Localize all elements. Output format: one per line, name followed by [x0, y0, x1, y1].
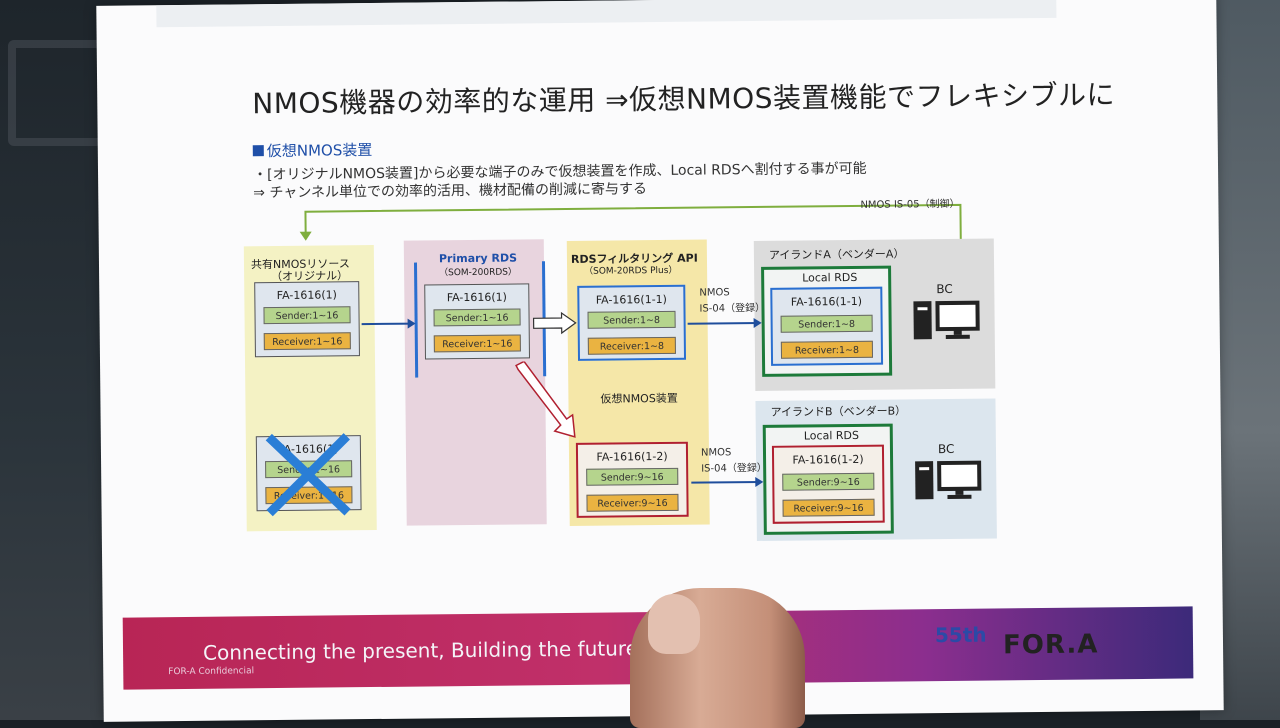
- virtual-device-a: FA-1616(1-1) Sender:1~8 Receiver:1~8: [577, 284, 687, 361]
- bc-a-label: BC: [936, 281, 953, 297]
- island-a-device: FA-1616(1-1) Sender:1~8 Receiver:1~8: [770, 286, 884, 366]
- primary-device-card: FA-1616(1) Sender:1~16 Receiver:1~16: [424, 283, 530, 360]
- cross-mark-icon: [265, 433, 351, 517]
- previous-page-edge: [156, 0, 1057, 28]
- is05-label: NMOS IS-05（制御）: [860, 198, 960, 211]
- device-name: FA-1616(1-2): [792, 452, 864, 467]
- sender-range: Sender:9~16: [586, 467, 679, 486]
- island-a-label: アイランドA（ベンダーA）: [768, 247, 905, 262]
- retired-device-card: FA-1616(1) Sender:1~16 Receiver:1~16: [255, 433, 362, 517]
- nmos-diagram: NMOS IS-05（制御） 共有NMOSリソース （オリジナル） Primar…: [238, 195, 1142, 544]
- device-name: FA-1616(1): [276, 288, 337, 303]
- receiver-range: Receiver:1~16: [433, 334, 521, 353]
- sender-range: Sender:1~16: [433, 308, 521, 327]
- anniversary-logo: 55th: [934, 622, 987, 648]
- virtual-device-b: FA-1616(1-2) Sender:9~16 Receiver:9~16: [575, 441, 689, 518]
- island-b-label: アイランドB（ベンダーB）: [770, 404, 907, 419]
- brand-logo: FOR.A: [1002, 629, 1099, 661]
- device-name: FA-1616(1): [446, 290, 508, 305]
- device-name: FA-1616(1-1): [595, 292, 668, 307]
- computer-icon: [913, 300, 980, 340]
- arrow-virtual-b-to-island: [691, 480, 762, 484]
- local-rds-a-label: Local RDS: [802, 270, 858, 285]
- receiver-range: Receiver:9~16: [586, 493, 679, 512]
- receiver-range: Receiver:1~8: [780, 340, 874, 359]
- sender-range: Sender:1~16: [263, 306, 351, 325]
- device-name: FA-1616(1-1): [790, 294, 863, 309]
- receiver-range: Receiver:1~16: [263, 332, 351, 351]
- local-rds-a-frame: Local RDS FA-1616(1-1) Sender:1~8 Receiv…: [761, 265, 893, 377]
- slide-title: NMOS機器の効率的な運用 ⇒仮想NMOS装置機能でフレキシブルに: [252, 78, 1116, 121]
- local-rds-b-label: Local RDS: [803, 428, 859, 443]
- is04-a-label: IS-04（登録）: [699, 302, 766, 315]
- filter-api-model: （SOM-20RDS Plus）: [584, 265, 678, 277]
- virtual-nmos-label: 仮想NMOS装置: [600, 391, 678, 406]
- is04-b-label: IS-04（登録）: [701, 462, 767, 475]
- hollow-arrow-down-icon: [515, 360, 576, 438]
- computer-icon: [915, 460, 982, 500]
- local-rds-b-frame: Local RDS FA-1616(1-2) Sender:9~16 Recei…: [762, 423, 894, 535]
- bc-b-label: BC: [937, 441, 955, 457]
- sender-range: Sender:9~16: [782, 472, 875, 491]
- hollow-arrow-icon: [532, 311, 577, 335]
- fingernail: [648, 594, 700, 654]
- receiver-range: Receiver:1~8: [587, 336, 676, 355]
- square-bullet-icon: [252, 145, 264, 157]
- sender-range: Sender:1~8: [587, 310, 676, 329]
- receiver-range: Receiver:9~16: [782, 498, 875, 517]
- confidential-note: FOR-A Confidencial: [168, 666, 255, 678]
- arrow-virtual-a-to-island: [687, 321, 760, 325]
- description-line-2: ⇒ チャンネル単位での効率的活用、機材配備の削減に寄与する: [253, 181, 648, 202]
- printed-slide: NMOS機器の効率的な運用 ⇒仮想NMOS装置機能でフレキシブルに 仮想NMOS…: [96, 0, 1224, 722]
- island-b-device: FA-1616(1-2) Sender:9~16 Receiver:9~16: [771, 444, 885, 524]
- nmos-a-label: NMOS: [699, 287, 730, 299]
- sender-range: Sender:1~8: [780, 314, 873, 333]
- section-heading-text: 仮想NMOS装置: [266, 141, 373, 161]
- shared-device-card: FA-1616(1) Sender:1~16 Receiver:1~16: [254, 281, 360, 358]
- footer-tagline: Connecting the present, Building the fut…: [202, 636, 639, 665]
- nmos-b-label: NMOS: [700, 447, 732, 459]
- device-name: FA-1616(1-2): [596, 449, 668, 464]
- section-heading: 仮想NMOS装置: [252, 139, 373, 161]
